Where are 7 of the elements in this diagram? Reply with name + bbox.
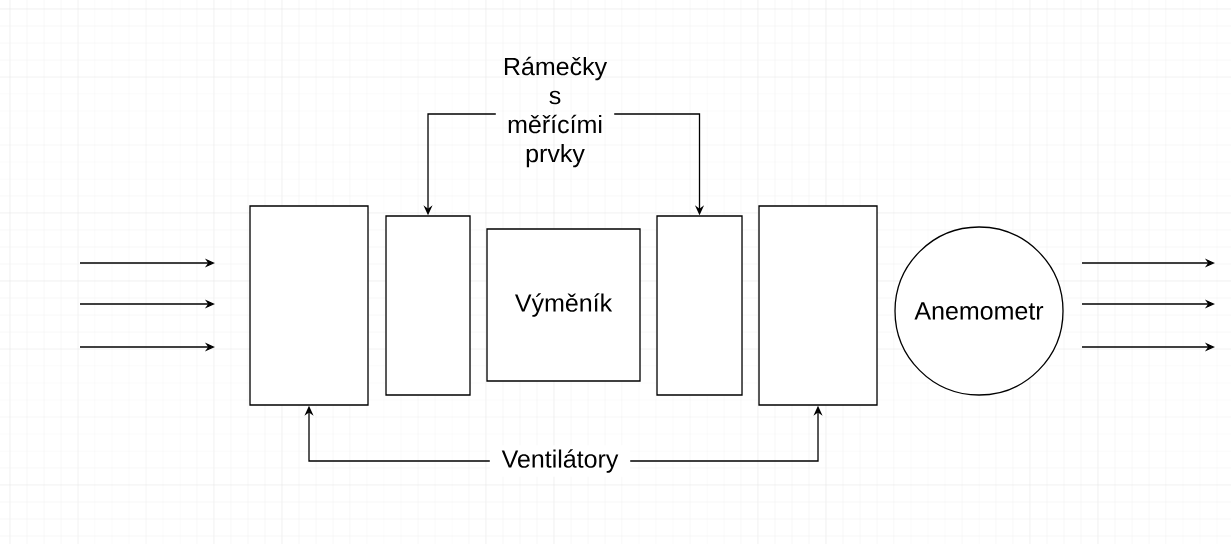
empty-box [758, 205, 878, 406]
exchanger-box: Výměník [486, 228, 641, 382]
text-label: Ventilátory [490, 445, 630, 477]
text-label: Rámečky s měřícími prvky [504, 56, 608, 168]
empty-box [249, 205, 369, 406]
empty-box [385, 215, 471, 396]
empty-box [656, 215, 743, 396]
